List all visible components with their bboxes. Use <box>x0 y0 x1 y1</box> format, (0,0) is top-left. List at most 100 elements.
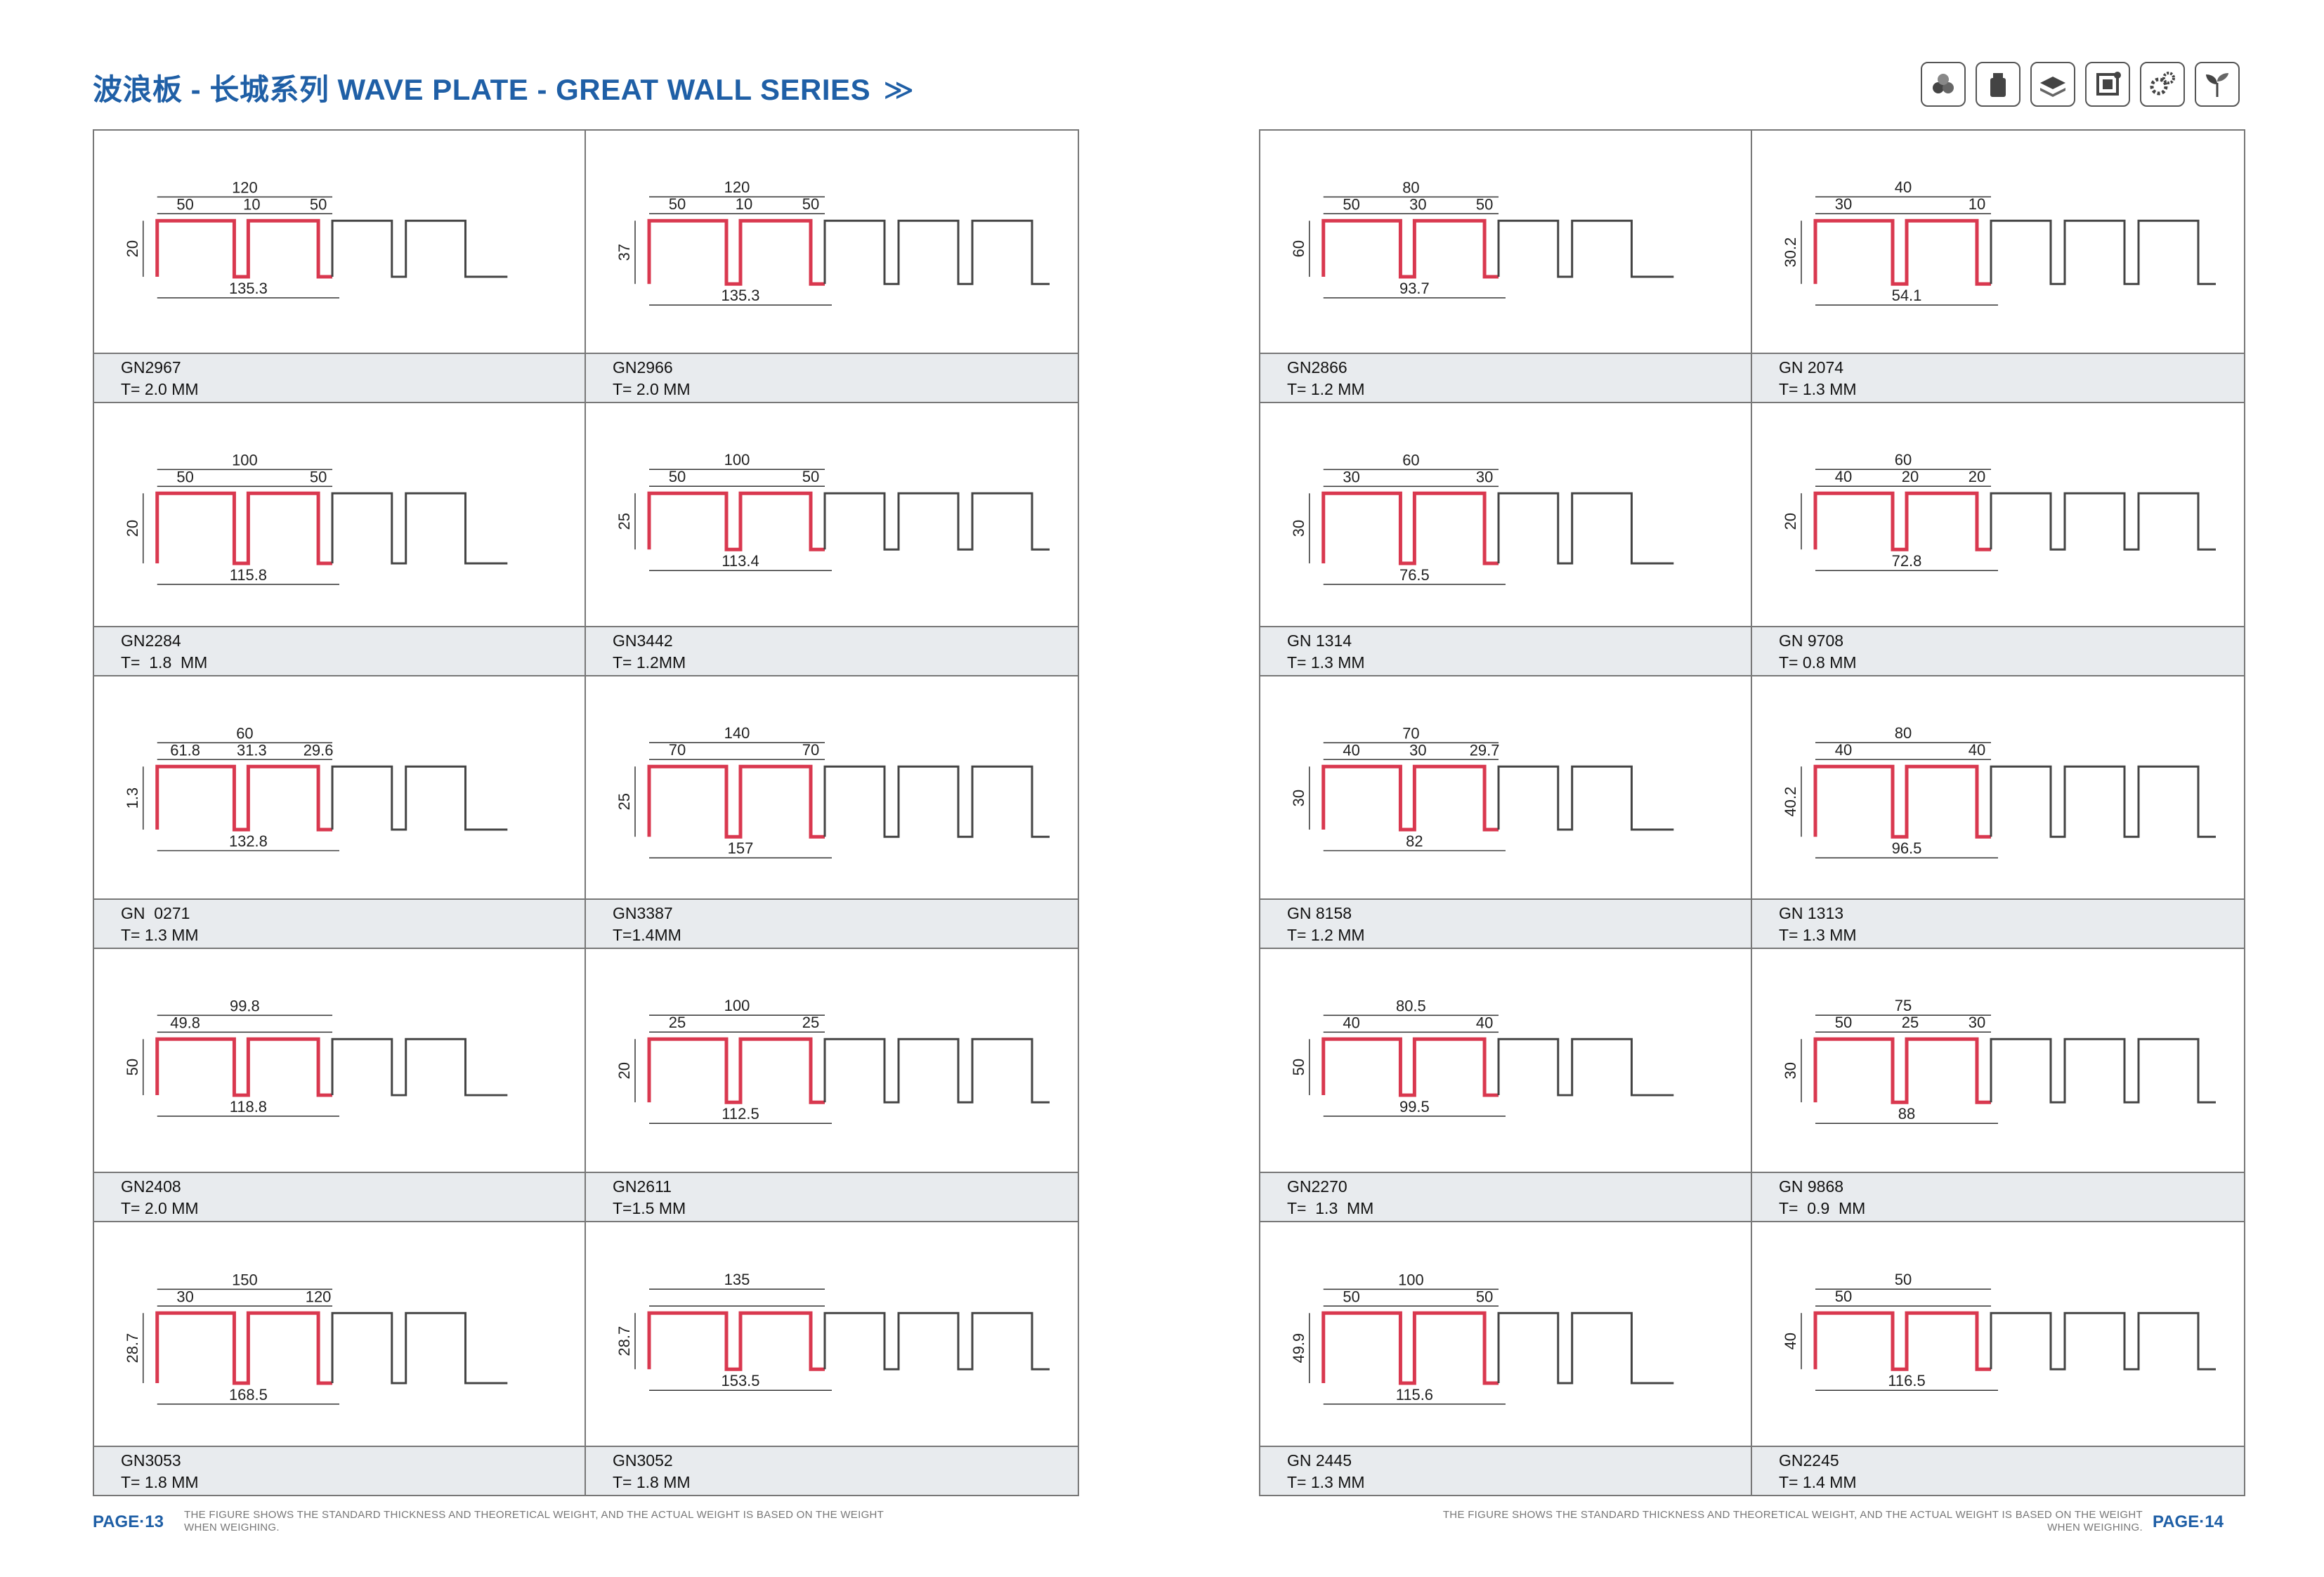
dimension-label: 168.5 <box>229 1386 268 1403</box>
dimension-label: 50 <box>1343 1288 1359 1305</box>
profile-section-highlight <box>1321 1311 1499 1385</box>
profile-thickness: T= 1.8 MM <box>613 1472 691 1491</box>
dimension-label: 28.7 <box>124 1333 141 1363</box>
dimension-label: 30 <box>1835 195 1852 213</box>
profile-section-outline <box>823 492 1050 551</box>
profile-code: GN3052 <box>613 1451 673 1470</box>
dimension-label: 100 <box>232 452 258 469</box>
profile-thickness: T= 1.3 MM <box>1287 653 1365 672</box>
profile-code: GN2967 <box>121 358 181 377</box>
dimension-label: 115.8 <box>230 566 267 584</box>
dimension-label: 30.2 <box>1782 237 1799 268</box>
dimension-label: 132.8 <box>229 832 268 850</box>
profile-section-outline <box>1497 765 1674 831</box>
recycle-icon <box>1921 62 1966 107</box>
profile-section-outline <box>331 219 508 278</box>
profile-section-highlight <box>1813 1037 1991 1104</box>
dimension-label: 30 <box>1409 741 1426 759</box>
profile-code: GN 0271 <box>121 904 190 923</box>
weight-footnote: THE FIGURE SHOWS THE STANDARD THICKNESS … <box>1442 1509 2143 1533</box>
dimension-label: 20 <box>124 520 141 537</box>
dimension-label: 60 <box>236 724 253 742</box>
dimension-label: 49.8 <box>170 1014 200 1032</box>
dimension-label: 116.5 <box>1888 1372 1925 1389</box>
dimension-label: 20 <box>1969 469 1985 486</box>
dimension-label: 20 <box>1902 469 1919 486</box>
profile-thickness: T= 0.8 MM <box>1779 653 1857 672</box>
profile-code: GN2866 <box>1287 358 1347 377</box>
dimension-label: 135.3 <box>229 280 268 297</box>
dimension-label: 10 <box>243 195 260 213</box>
dimension-label: 40 <box>1343 1014 1359 1032</box>
profile-section-outline <box>823 1311 1050 1370</box>
profile-section-highlight <box>1813 764 1991 839</box>
dimension-label: 30 <box>176 1288 193 1305</box>
profile-section-highlight <box>155 1037 333 1097</box>
dimension-label: 40 <box>1782 1333 1799 1349</box>
profile-section-outline <box>1497 1311 1674 1385</box>
dimension-label: 40 <box>1969 741 1985 759</box>
profile-caption: GN2967 T= 2.0 MM <box>94 353 585 403</box>
dimension-label: 150 <box>232 1271 258 1288</box>
dimension-label: 25 <box>615 513 633 530</box>
dimension-label: 72.8 <box>1892 553 1922 570</box>
profile-section-highlight <box>647 1311 825 1371</box>
dimension-label: 25 <box>1902 1014 1919 1031</box>
gears-icon <box>2140 62 2185 107</box>
dimension-label: 80.5 <box>1396 997 1426 1015</box>
stack-icon <box>2030 62 2075 107</box>
profile-section-highlight <box>1321 492 1499 565</box>
profile-section-outline <box>1497 1038 1674 1097</box>
dimension-label: 29.7 <box>1470 741 1500 759</box>
dimension-label: 135.3 <box>721 287 759 304</box>
profile-thickness: T= 2.0 MM <box>121 380 199 399</box>
dimension-label: 25 <box>802 1014 819 1031</box>
dimension-label: 99.8 <box>230 997 260 1015</box>
profile-section-outline <box>331 765 508 831</box>
dimension-label: 60 <box>1895 452 1912 469</box>
chevron-icon: ≫ <box>883 73 915 106</box>
dimension-label: 120 <box>306 1288 332 1305</box>
dimension-label: 76.5 <box>1399 566 1430 584</box>
profile-thickness: T= 2.0 MM <box>613 380 691 399</box>
profile-thickness: T= 2.0 MM <box>121 1198 199 1217</box>
profile-caption: GN2866 T= 1.2 MM <box>1260 353 1751 403</box>
weight-footnote: THE FIGURE SHOWS THE STANDARD THICKNESS … <box>184 1509 884 1533</box>
profile-code: GN 2074 <box>1779 358 1844 377</box>
profile-code: GN2245 <box>1779 1451 1839 1470</box>
profile-thickness: T= 1.2 MM <box>1287 380 1365 399</box>
profile-code: GN 1314 <box>1287 631 1352 650</box>
profile-section-outline <box>1990 1311 2216 1370</box>
